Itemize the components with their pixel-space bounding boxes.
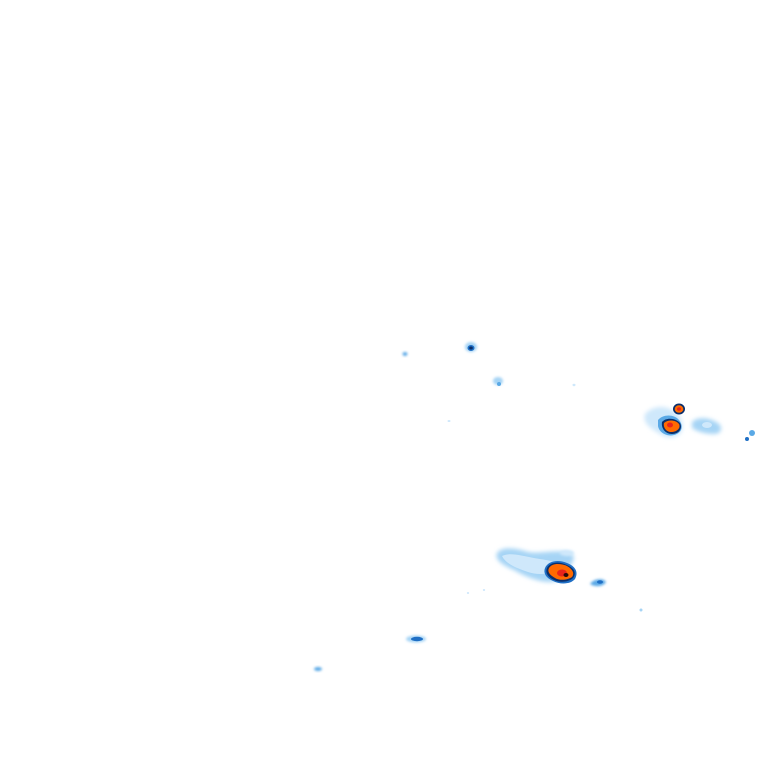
echo-small-1: [402, 352, 408, 356]
echo-small-2: [493, 377, 503, 386]
echo-edge-east: [745, 430, 755, 441]
echo-southwest: [406, 635, 426, 643]
storm-cell-east: [644, 403, 685, 438]
echo-south-trail: [590, 579, 606, 587]
echo-speck-1: [447, 383, 576, 422]
echo-small-3: [314, 667, 322, 671]
echo-speck-2: [466, 589, 643, 612]
storm-cell-south: [496, 548, 577, 584]
echo-cell-north: [465, 342, 477, 352]
echo-east-trail: [692, 418, 722, 434]
